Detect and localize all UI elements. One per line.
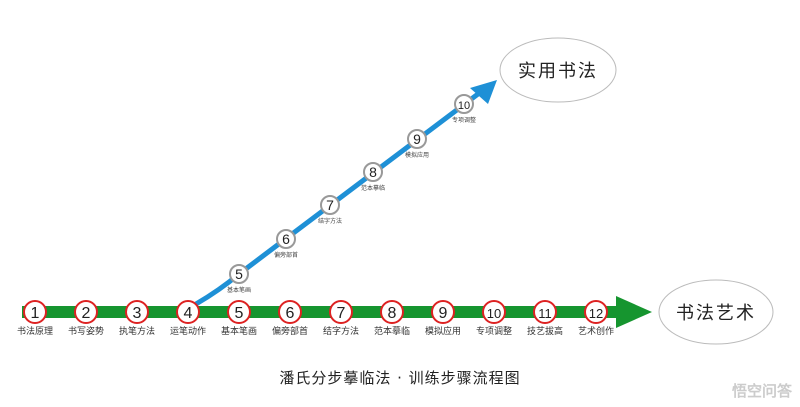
main-step-label: 范本摹临	[373, 327, 411, 337]
branch-step-label: 偏旁部首	[273, 252, 299, 259]
main-step-label: 艺术创作	[577, 327, 615, 337]
branch-step-8-number: 8	[369, 164, 377, 180]
goal-ellipse-art	[658, 279, 774, 345]
main-step-label: 模拟应用	[424, 327, 462, 337]
main-arrowhead	[616, 296, 652, 328]
branch-step-9-number: 9	[413, 131, 421, 147]
main-step-7-circle	[329, 300, 353, 324]
main-step-1-number: 1	[31, 305, 40, 322]
main-step-label: 技艺拔高	[526, 327, 564, 337]
branch-step-8-circle	[363, 162, 383, 182]
goal-ellipse-practical	[499, 37, 617, 103]
branch-step-7-circle	[320, 195, 340, 215]
main-step-5-number: 5	[235, 305, 244, 322]
main-step-label: 结字方法	[322, 327, 360, 337]
branch-step-label: 结字方法	[317, 218, 343, 225]
branch-step-label: 专项调整	[451, 117, 477, 124]
main-step-10-number: 10	[487, 306, 501, 321]
main-step-label: 书写姿势	[67, 327, 105, 337]
main-step-10-circle	[482, 300, 506, 324]
branch-step-label: 基本笔画	[226, 287, 252, 294]
branch-step-5-circle	[229, 264, 249, 284]
main-step-12-circle	[584, 300, 608, 324]
goal-practical-calligraphy: 实用书法	[518, 61, 598, 82]
main-step-1-circle	[23, 300, 47, 324]
goal-calligraphy-art: 书法艺术	[676, 303, 756, 324]
diagram-title: 潘氏分步摹临法 · 训练步骤流程图	[279, 369, 521, 387]
main-step-8-circle	[380, 300, 404, 324]
main-step-9-circle	[431, 300, 455, 324]
main-step-label: 基本笔画	[220, 327, 258, 337]
main-step-2-number: 2	[82, 305, 91, 322]
main-step-9-number: 9	[439, 305, 448, 322]
main-step-label: 执笔方法	[118, 327, 156, 337]
branch-step-6-circle	[276, 229, 296, 249]
branch-step-label: 模拟应用	[404, 152, 430, 159]
main-step-3-circle	[125, 300, 149, 324]
main-line	[22, 306, 622, 318]
main-step-4-number: 4	[184, 305, 193, 322]
main-step-3-number: 3	[133, 305, 142, 322]
main-step-12-number: 12	[589, 306, 603, 321]
branch-step-7-number: 7	[326, 197, 334, 213]
main-step-7-number: 7	[337, 305, 346, 322]
main-step-11-circle	[533, 300, 557, 324]
branch-step-label: 范本摹临	[360, 185, 386, 192]
main-step-label: 书法原理	[16, 327, 54, 337]
main-step-4-circle	[176, 300, 200, 324]
main-step-label: 偏旁部首	[271, 327, 309, 337]
branch-step-10-circle	[454, 94, 474, 114]
main-step-2-circle	[74, 300, 98, 324]
main-step-label: 运笔动作	[169, 327, 207, 337]
watermark: 悟空问答	[731, 382, 792, 400]
branch-step-5-number: 5	[235, 266, 243, 282]
branch-arrowhead	[470, 80, 497, 104]
branch-step-10-number: 10	[458, 100, 470, 112]
main-step-5-circle	[227, 300, 251, 324]
branch-step-9-circle	[407, 129, 427, 149]
main-step-11-number: 11	[538, 306, 552, 321]
main-step-label: 专项调整	[475, 327, 513, 337]
main-step-6-circle	[278, 300, 302, 324]
branch-step-6-number: 6	[282, 231, 290, 247]
main-step-6-number: 6	[286, 305, 295, 322]
main-step-8-number: 8	[388, 305, 397, 322]
